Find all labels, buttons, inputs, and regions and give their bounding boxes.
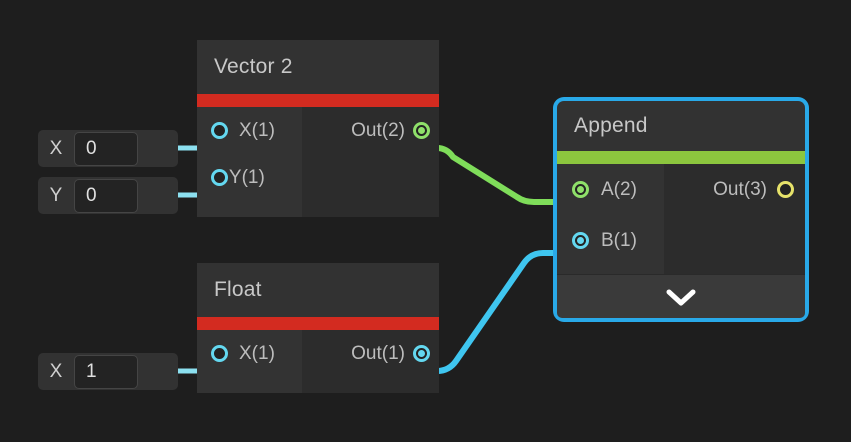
port-row-vector2-y[interactable]: X(1) Y(1) [197,154,302,201]
field-row-vector2-x[interactable]: X 0 [38,130,209,167]
node-append[interactable]: Append A(2) B(1) Out(3) [557,101,805,318]
node-outputs-append: Out(3) [664,164,805,274]
output-port-append-out[interactable] [777,181,794,198]
output-label-vector2-out: Out(2) [351,119,405,141]
node-accent-bar-float [197,317,439,330]
input-label-vector2-x: X(1) [239,119,275,141]
port-row-vector2-out[interactable]: Out(2) [302,107,439,154]
field-input-vector2-x[interactable]: 0 [74,131,138,166]
output-label-float-out: Out(1) [351,342,405,364]
field-input-float-x[interactable]: 1 [74,354,138,389]
node-inputs-append: A(2) B(1) [557,164,664,274]
input-port-float-x[interactable] [211,345,228,362]
node-vector2[interactable]: Vector 2 X(1) X(1) Y(1) Out(2) [197,40,439,217]
node-float[interactable]: Float X(1) Out(1) [197,263,439,393]
input-label-float-x: X(1) [239,342,275,364]
output-label-append-out: Out(3) [713,178,767,200]
output-port-float-out[interactable] [413,345,430,362]
port-row-float-x[interactable]: X(1) [197,330,302,377]
field-label-y: Y [49,184,63,206]
field-label-x: X [49,137,63,159]
port-row-append-b[interactable]: B(1) [557,215,664,266]
input-port-vector2-x[interactable] [211,122,228,139]
field-row-float-x[interactable]: X 1 [38,353,209,390]
node-accent-bar-append [557,151,805,164]
node-title-vector2: Vector 2 [214,55,293,78]
input-port-append-a[interactable] [572,181,589,198]
field-label-float-x: X [49,360,63,382]
node-title-append: Append [574,114,648,137]
input-label-vector2-y-text: Y(1) [228,166,265,188]
field-input-vector2-y[interactable]: 0 [74,178,138,213]
node-title-float: Float [214,278,262,301]
port-row-append-a[interactable]: A(2) [557,164,664,215]
port-row-float-out[interactable]: Out(1) [302,330,439,377]
input-label-append-a: A(2) [601,178,637,200]
field-row-vector2-y[interactable]: Y 0 [38,177,209,214]
port-row-append-out[interactable]: Out(3) [664,164,805,215]
node-inputs-vector2: X(1) X(1) Y(1) [197,107,302,217]
node-accent-bar-vector2 [197,94,439,107]
node-outputs-vector2: Out(2) [302,107,439,217]
node-outputs-float: Out(1) [302,330,439,393]
input-label-append-b: B(1) [601,229,637,251]
port-row-vector2-x[interactable]: X(1) [197,107,302,154]
chevron-down-icon [666,289,696,305]
input-port-append-b[interactable] [572,232,589,249]
node-expand-button-append[interactable] [557,274,805,318]
node-inputs-float: X(1) [197,330,302,393]
input-port-vector2-y[interactable] [211,169,228,186]
output-port-vector2-out[interactable] [413,122,430,139]
